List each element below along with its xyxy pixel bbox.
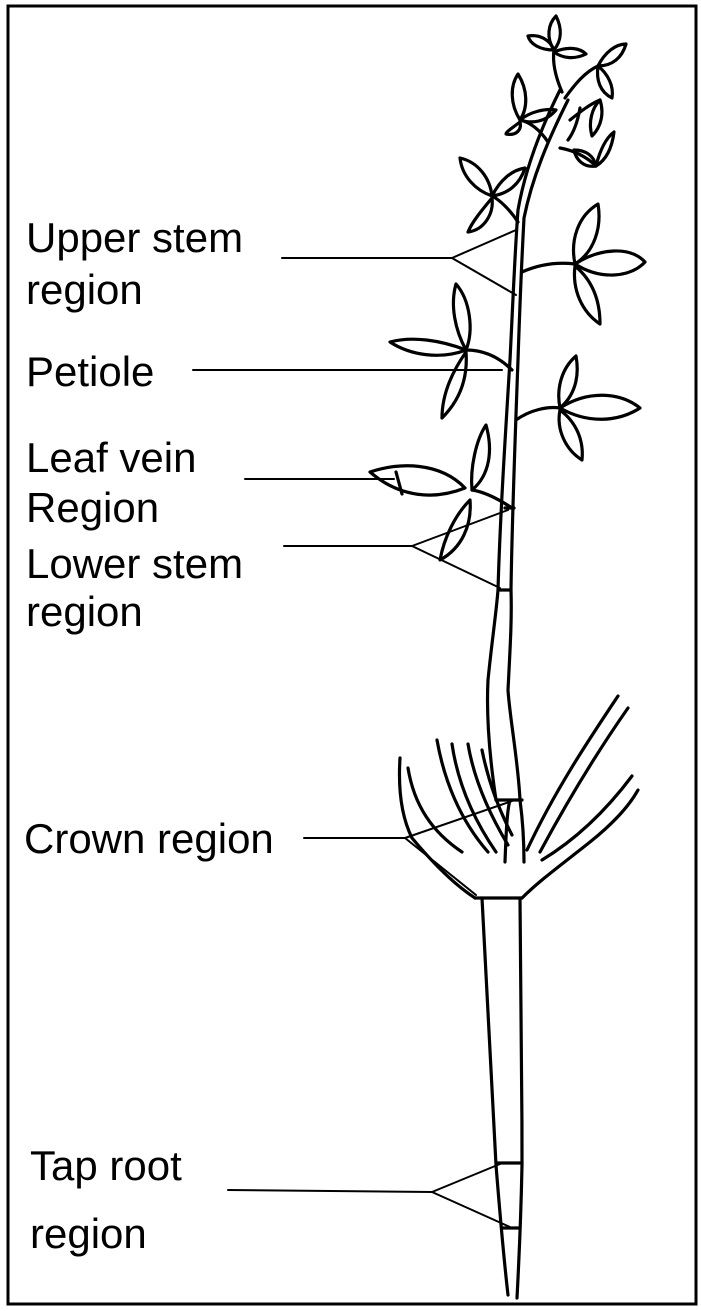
leader-crown-b [405, 838, 476, 895]
figure-frame [8, 6, 696, 1304]
label-lower-stem-line2: region [26, 588, 143, 635]
label-lower-stem-line1: Lower stem [26, 540, 243, 587]
leader-lower-stem-b [412, 546, 500, 588]
label-crown-line1: Crown region [24, 815, 274, 862]
label-tap-root-line2: region [30, 1210, 147, 1257]
label-leaf-vein-line1: Leaf vein [26, 434, 196, 481]
label-tap-root-region: Tap root region [30, 1142, 510, 1257]
leader-upper-stem-a [452, 230, 516, 258]
leaf-cluster-upper-left [460, 158, 525, 232]
leader-tap-root-a [432, 1164, 500, 1192]
leaf-cluster-right-middle [516, 356, 640, 460]
label-upper-stem-line1: Upper stem [26, 214, 243, 261]
main-stem [487, 90, 568, 800]
leader-tap-root [228, 1190, 432, 1192]
label-upper-stem-region: Upper stem region [26, 214, 516, 313]
label-upper-stem-line2: region [26, 266, 143, 313]
leaf-cluster-lower-left [370, 425, 512, 560]
leaf-cluster-petiole [390, 284, 512, 418]
leaf-cluster-top [506, 16, 626, 166]
label-tap-root-line1: Tap root [30, 1142, 182, 1189]
label-leaf-vein-line2: Region [26, 484, 159, 531]
leaf-cluster-right-upper [522, 204, 645, 324]
tap-root [482, 898, 522, 1298]
label-leaf-vein-region: Leaf vein Region [26, 434, 394, 531]
label-crown-region: Crown region [24, 801, 512, 895]
label-petiole-line1: Petiole [26, 348, 154, 395]
plant-drawing [370, 16, 645, 1298]
